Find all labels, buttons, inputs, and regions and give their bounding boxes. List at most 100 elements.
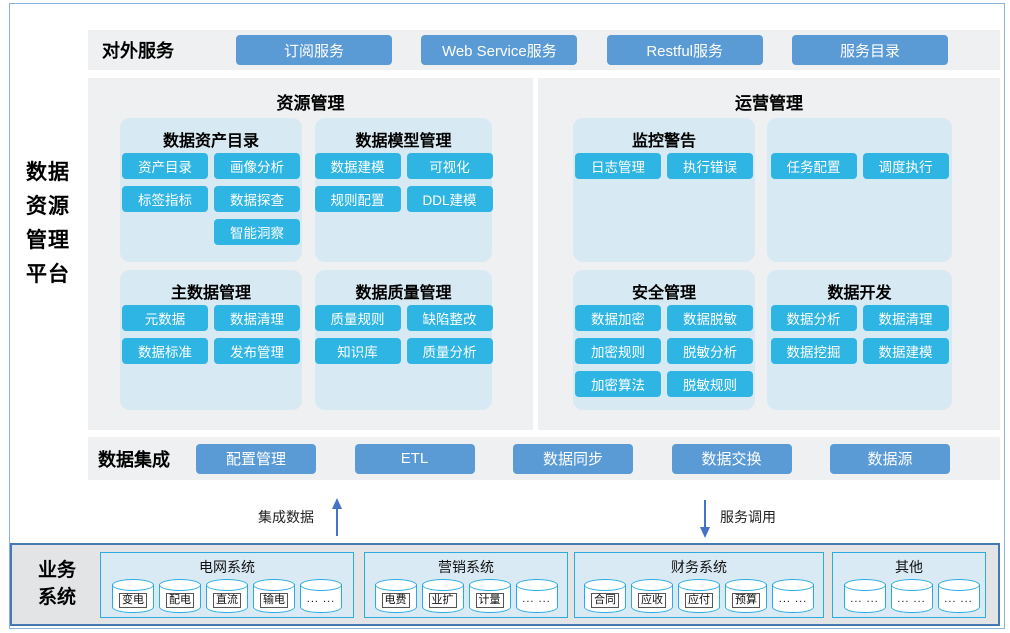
integration-node: ETL xyxy=(354,443,475,474)
group-grid-system: 电网系统 变电配电直流输电 ... ... xyxy=(100,552,354,618)
cylinder-set-more: ... ... xyxy=(772,579,814,615)
block-title: 数据模型管理 xyxy=(355,133,452,150)
panel-title: 运营管理 xyxy=(735,94,803,113)
feature-node: 资产目录 xyxy=(122,153,208,179)
database-cylinder-icon: 配电 xyxy=(159,579,201,615)
integration-buttons: 配置管理 ETL 数据同步 数据交换 数据源 xyxy=(196,443,950,474)
group-title: 财务系统 xyxy=(671,559,727,575)
chip-grid: 资产目录画像分析标签指标数据探查智能洞察 xyxy=(120,153,302,245)
chip-grid: 质量规则缺陷整改知识库质量分析 xyxy=(314,305,493,364)
group-title: 电网系统 xyxy=(199,559,255,575)
database-cylinder-icon: ... ... xyxy=(772,579,814,615)
flow-down-label: 服务调用 xyxy=(720,509,776,525)
feature-node: 缺陷整改 xyxy=(406,305,493,331)
feature-node: 任务配置 xyxy=(770,153,857,179)
feature-node: 数据清理 xyxy=(862,305,949,331)
feature-node: DDL建模 xyxy=(406,186,493,212)
external-services-bar: 对外服务 订阅服务 Web Service服务 Restful服务 服务目录 xyxy=(88,30,1000,70)
feature-node: 脱敏规则 xyxy=(667,371,753,397)
integration-node: 数据源 xyxy=(830,443,950,474)
chip-grid: 数据分析数据清理数据挖掘数据建模 xyxy=(767,305,952,364)
database-cylinder-icon: ... ... xyxy=(843,579,886,615)
panel-title: 资源管理 xyxy=(276,94,345,113)
feature-node: 加密规则 xyxy=(575,338,661,364)
service-node: Web Service服务 xyxy=(421,35,578,65)
feature-node: 画像分析 xyxy=(214,153,300,179)
group-finance-system: 财务系统 合同应收应付预算 ... ... xyxy=(574,552,824,618)
feature-node: 数据加密 xyxy=(575,305,661,331)
block-title: 安全管理 xyxy=(631,285,696,302)
cylinder-row: ... ...... ...... ... xyxy=(833,579,985,615)
database-cylinder-icon: 电费 xyxy=(374,579,417,615)
group-title: 其他 xyxy=(895,559,923,575)
data-integration-label: 数据集成 xyxy=(98,449,170,470)
feature-node: 数据分析 xyxy=(770,305,857,331)
block-title xyxy=(767,127,952,151)
data-integration-bar: 数据集成 配置管理 ETL 数据同步 数据交换 数据源 xyxy=(88,437,1000,480)
business-systems-strip: 业务系统 电网系统 变电配电直流输电 ... ... 营销系统 电费业扩计量 .… xyxy=(10,543,1000,626)
chip-grid: 元数据数据清理数据标准发布管理 xyxy=(120,305,302,364)
feature-node: 脱敏分析 xyxy=(667,338,753,364)
feature-node: 数据清理 xyxy=(214,305,300,331)
block-title: 主数据管理 xyxy=(170,285,251,302)
feature-node: 数据建模 xyxy=(862,338,949,364)
feature-node: 知识库 xyxy=(314,338,401,364)
feature-node: 质量规则 xyxy=(314,305,401,331)
cylinder-row: 合同应收应付预算 ... ... xyxy=(575,579,823,615)
block-title: 数据质量管理 xyxy=(355,285,452,302)
cylinder-set-more: ... ... xyxy=(300,579,342,615)
group-marketing-system: 营销系统 电费业扩计量 ... ... xyxy=(364,552,568,618)
block-data-asset-catalog: 数据资产目录 资产目录画像分析标签指标数据探查智能洞察 xyxy=(120,118,302,262)
up-arrow-icon xyxy=(332,498,342,536)
cylinder-set-more: ... ... xyxy=(515,579,558,615)
feature-node: 数据建模 xyxy=(314,153,401,179)
service-node: 订阅服务 xyxy=(236,35,392,65)
feature-node: 数据挖掘 xyxy=(770,338,857,364)
integration-node: 配置管理 xyxy=(196,443,316,474)
chip-grid: 日志管理执行错误 xyxy=(573,153,755,179)
database-cylinder-icon: ... ... xyxy=(300,579,342,615)
database-cylinder-icon: 应付 xyxy=(678,579,720,615)
external-services-label: 对外服务 xyxy=(102,41,174,61)
external-service-buttons: 订阅服务 Web Service服务 Restful服务 服务目录 xyxy=(236,35,948,65)
feature-node: 数据标准 xyxy=(122,338,208,364)
block-title: 监控警告 xyxy=(631,133,696,150)
block-title: 数据资产目录 xyxy=(162,133,259,150)
feature-node: 智能洞察 xyxy=(214,219,300,245)
feature-node: 元数据 xyxy=(122,305,208,331)
block-data-development: 数据开发 数据分析数据清理数据挖掘数据建模 xyxy=(767,270,952,410)
panel-resource-management: 资源管理 数据资产目录 资产目录画像分析标签指标数据探查智能洞察 数据模型管理 … xyxy=(88,78,533,430)
block-monitor-alert: 监控警告 日志管理执行错误 xyxy=(573,118,755,262)
service-node: 服务目录 xyxy=(791,35,948,65)
service-node: Restful服务 xyxy=(606,35,763,65)
down-arrow-icon xyxy=(700,500,710,538)
feature-node: 标签指标 xyxy=(122,186,208,212)
feature-node: 数据脱敏 xyxy=(667,305,753,331)
group-title: 营销系统 xyxy=(438,559,494,575)
flow-up-label: 集成数据 xyxy=(258,509,314,525)
chip-grid: 数据加密数据脱敏加密规则脱敏分析加密算法脱敏规则 xyxy=(573,305,755,397)
database-cylinder-icon: 直流 xyxy=(206,579,248,615)
feature-node: 调度执行 xyxy=(862,153,949,179)
block-master-data-mgmt: 主数据管理 元数据数据清理数据标准发布管理 xyxy=(120,270,302,410)
feature-node: 加密算法 xyxy=(575,371,661,397)
database-cylinder-icon: 预算 xyxy=(725,579,767,615)
block-security-mgmt: 安全管理 数据加密数据脱敏加密规则脱敏分析加密算法脱敏规则 xyxy=(573,270,755,410)
chip-grid: 任务配置调度执行 xyxy=(767,153,952,179)
database-cylinder-icon: ... ... xyxy=(515,579,558,615)
diagram-outer-border xyxy=(9,3,1005,629)
integration-node: 数据同步 xyxy=(513,443,633,474)
database-cylinder-icon: 合同 xyxy=(584,579,626,615)
database-cylinder-icon: 业扩 xyxy=(421,579,464,615)
platform-title: 数据资源管理平台 xyxy=(26,161,70,287)
database-cylinder-icon: 变电 xyxy=(112,579,154,615)
feature-node: 发布管理 xyxy=(214,338,300,364)
cylinder-set: 电费业扩计量 xyxy=(374,579,511,615)
database-cylinder-icon: 输电 xyxy=(253,579,295,615)
block-task-scheduling: 任务配置调度执行 xyxy=(767,118,952,262)
database-cylinder-icon: 应收 xyxy=(631,579,673,615)
cylinder-set-more: ... ...... ...... ... xyxy=(843,579,980,615)
feature-node: 执行错误 xyxy=(667,153,753,179)
